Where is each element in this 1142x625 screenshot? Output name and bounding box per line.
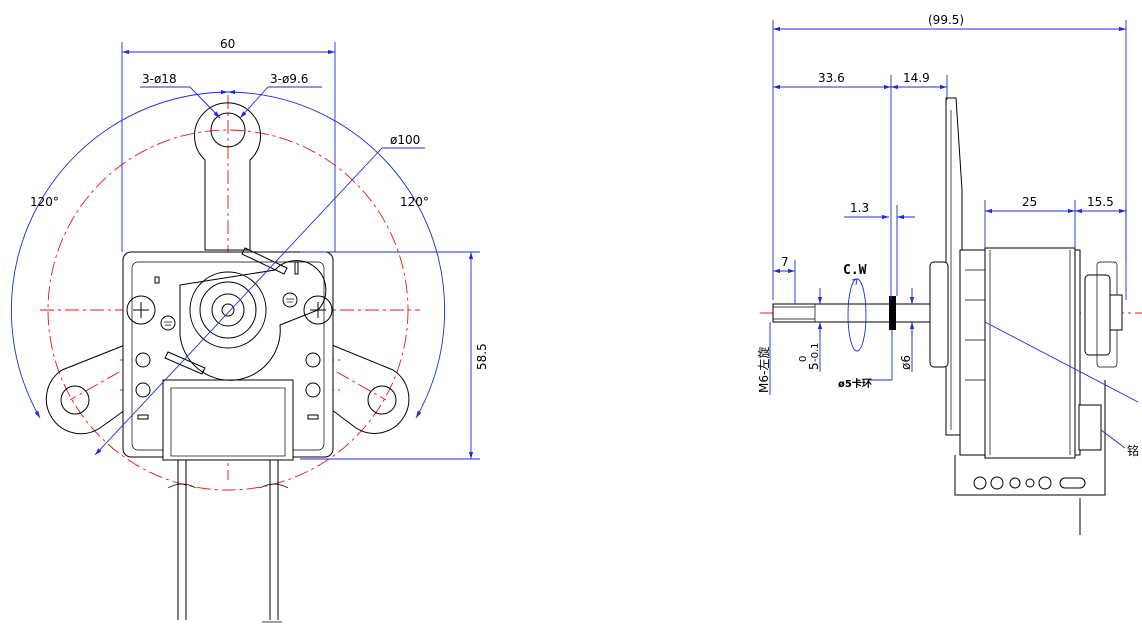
right-mounting-ear	[331, 344, 410, 434]
screw-right	[303, 295, 333, 325]
dim-shaft-tol-upper: 0	[798, 356, 809, 362]
top-mounting-ear	[194, 102, 261, 251]
dim-rear-label: 15.5	[1087, 195, 1114, 209]
dim-width-label: 60	[220, 37, 235, 51]
dim-holes-large-label: 3-ø18	[142, 72, 177, 86]
motor-frame	[122, 251, 334, 623]
nameplate-label: 铭	[1127, 443, 1139, 458]
dim-shaft-tol-base: 5	[807, 362, 821, 370]
dim-flange-label: 14.9	[903, 71, 930, 85]
angle-arc-right	[227, 89, 446, 419]
dim-shaft-dia-label: ø6	[899, 355, 913, 370]
rotation-label: C.W	[843, 263, 867, 278]
front-view: 60 3-ø18 3-ø9.6 ø100 120° 120° 58.5	[10, 37, 489, 623]
dim-thread-label: 7	[781, 255, 789, 269]
thread-label: M6-左旋	[756, 347, 771, 393]
ground-symbol-right	[282, 292, 298, 308]
dim-holes-small-label: 3-ø9.6	[270, 72, 308, 86]
dim-angle-right-label: 120°	[400, 195, 429, 209]
motor-body	[954, 247, 1123, 535]
side-view: (99.5) 33.6 14.9 1.3 25 15.5 7 C.W 5 0	[756, 13, 1142, 535]
retaining-clip	[889, 296, 896, 330]
left-mounting-ear	[45, 344, 126, 435]
dim-clip-offset-label: 1.3	[850, 201, 869, 215]
dim-line-diameter	[94, 147, 383, 456]
dim-shaft-tol-lower: -0.1	[810, 342, 821, 362]
dim-overall-label: (99.5)	[928, 13, 964, 27]
angle-arc-left	[10, 89, 229, 419]
mounting-flange	[929, 97, 963, 436]
motor-shaft	[772, 303, 954, 323]
dim-height-label: 58.5	[475, 343, 489, 370]
dim-shaft-face-label: 33.6	[818, 71, 845, 85]
ground-symbol-left	[160, 315, 176, 331]
dim-angle-left-label: 120°	[30, 195, 59, 209]
bearing-hub	[179, 260, 327, 381]
dim-circle-label: ø100	[390, 133, 420, 147]
clip-label: ø5卡环	[838, 377, 872, 390]
dim-coil-label: 25	[1022, 195, 1037, 209]
screw-left	[126, 295, 156, 325]
